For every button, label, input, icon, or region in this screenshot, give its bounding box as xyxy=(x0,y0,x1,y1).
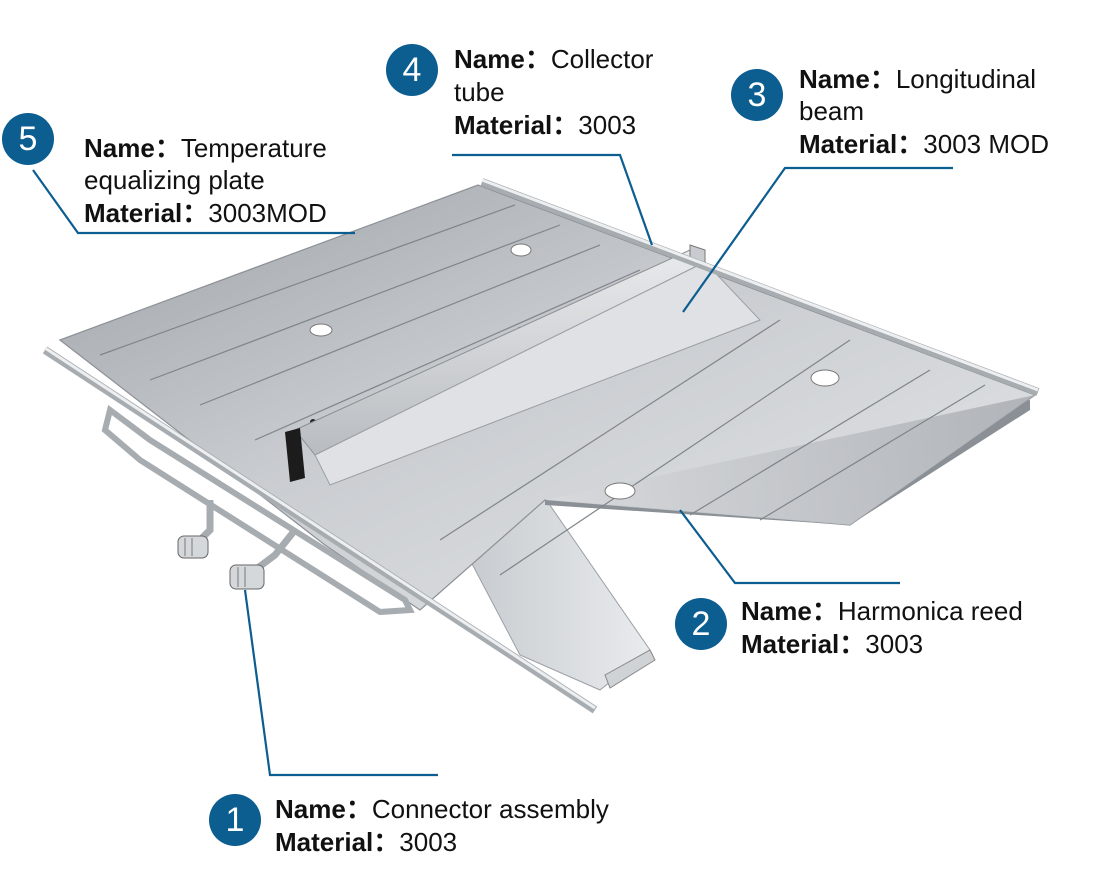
callout-name-line: Name：Temperature xyxy=(84,132,327,164)
name-separator: ： xyxy=(869,64,896,94)
name-separator: ： xyxy=(154,133,181,163)
material-separator: ： xyxy=(373,827,400,857)
callout-number-badge: 1 xyxy=(209,794,261,846)
part-name: Temperature xyxy=(180,133,327,163)
part-name: Longitudinal xyxy=(895,64,1037,94)
material-value: 3003 xyxy=(578,110,637,140)
callout-material-line: Material：3003MOD xyxy=(84,197,327,229)
callout-name-line-2: equalizing plate xyxy=(84,165,265,195)
callout-name-line-2: tube xyxy=(454,77,505,107)
leader-line-4 xyxy=(452,153,654,246)
material-key: Material xyxy=(741,629,840,659)
part-name: Connector assembly xyxy=(371,794,609,824)
material-separator: ： xyxy=(897,129,924,159)
callout-material-line: Material：3003 xyxy=(741,628,923,660)
material-value: 3003MOD xyxy=(208,198,327,228)
material-value: 3003 xyxy=(865,629,924,659)
leader-line-1 xyxy=(243,589,438,777)
side-rail xyxy=(42,346,598,714)
material-key: Material xyxy=(275,827,374,857)
callout-material-line: Material：3003 xyxy=(454,109,636,141)
name-key: Name xyxy=(454,44,525,74)
leader-line-2 xyxy=(679,509,900,585)
callout-number-badge: 2 xyxy=(675,598,727,650)
material-separator: ： xyxy=(839,629,866,659)
callout-name-line: Name：Harmonica reed xyxy=(741,595,1023,627)
callout-material-line: Material：3003 MOD xyxy=(799,128,1049,160)
material-key: Material xyxy=(799,129,898,159)
name-key: Name xyxy=(799,64,870,94)
callout-name-line-2: beam xyxy=(799,96,865,126)
name-key: Name xyxy=(275,794,346,824)
leader-line-3 xyxy=(682,166,953,313)
name-separator: ： xyxy=(524,44,551,74)
name-key: Name xyxy=(84,133,155,163)
collector-tube xyxy=(480,178,1040,396)
material-separator: ： xyxy=(182,198,209,228)
part-name: Collector xyxy=(550,44,654,74)
callout-number-badge: 4 xyxy=(386,44,438,96)
material-key: Material xyxy=(454,110,553,140)
material-value: 3003 xyxy=(399,827,458,857)
leader-line-5 xyxy=(32,169,355,235)
material-key: Material xyxy=(84,198,183,228)
name-key: Name xyxy=(741,596,812,626)
name-separator: ： xyxy=(811,596,838,626)
part-name: Harmonica reed xyxy=(837,596,1023,626)
material-separator: ： xyxy=(552,110,579,140)
callout-name-line: Name：Collector xyxy=(454,43,653,75)
callout-name-line: Name：Connector assembly xyxy=(275,793,609,825)
leader-lines xyxy=(32,153,953,777)
connector-assembly xyxy=(177,500,298,590)
callout-number-badge: 3 xyxy=(731,69,783,121)
callout-number-badge: 5 xyxy=(2,113,54,165)
name-separator: ： xyxy=(345,794,372,824)
callout-name-line: Name：Longitudinal xyxy=(799,63,1036,95)
callout-material-line: Material：3003 xyxy=(275,826,457,858)
material-value: 3003 MOD xyxy=(923,129,1050,159)
